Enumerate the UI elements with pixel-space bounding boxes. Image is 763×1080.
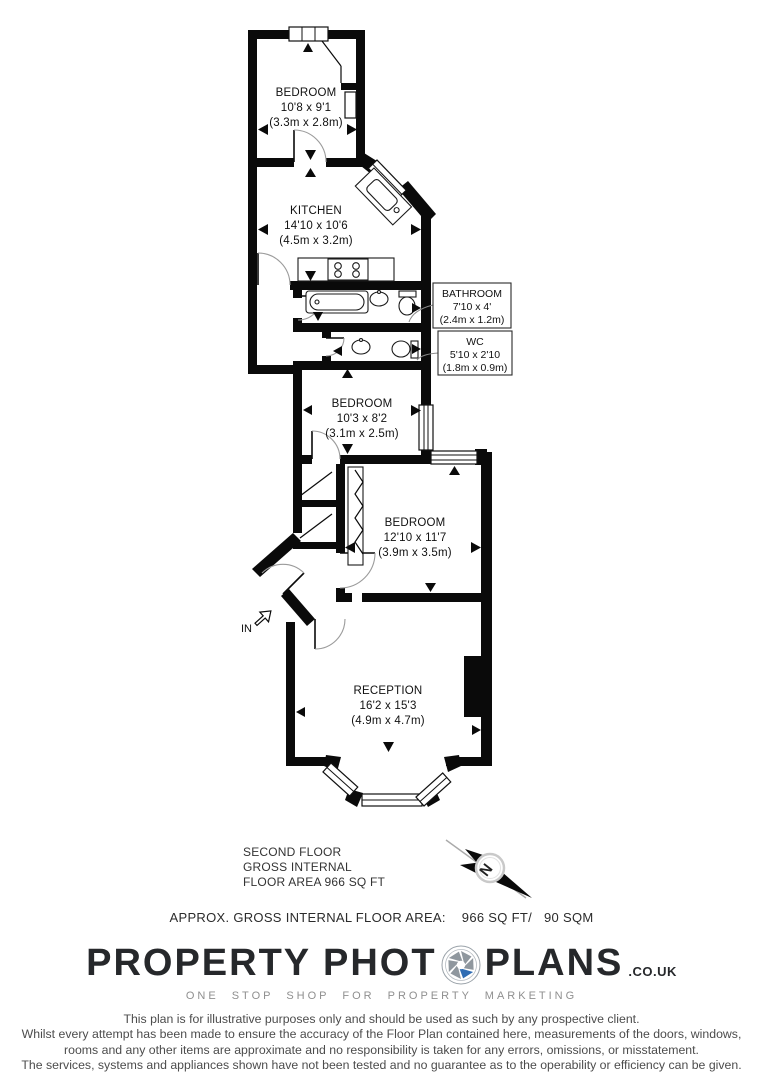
bedroom2-door: [311, 430, 341, 460]
closet-doors: [299, 471, 333, 539]
floor-summary-line: FLOOR AREA 966 SQ FT: [243, 875, 386, 889]
bedroom3-label: BEDROOM 12'10 x 11'7 (3.9m x 3.5m): [378, 517, 452, 559]
svg-text:10'3 x 8'2: 10'3 x 8'2: [337, 413, 388, 425]
reception-door: [314, 618, 346, 650]
bedroom1-label: BEDROOM 10'8 x 9'1 (3.3m x 2.8m): [269, 87, 343, 129]
bathroom-label: BATHROOM: [442, 288, 502, 300]
svg-text:(4.5m x 3.2m): (4.5m x 3.2m): [279, 235, 353, 247]
approx-area-label: APPROX. GROSS INTERNAL FLOOR AREA:: [169, 910, 446, 925]
approx-area-line: APPROX. GROSS INTERNAL FLOOR AREA: 966 SQ…: [0, 910, 763, 925]
fixtures: [297, 167, 419, 359]
brand-logo: PROPERTY PHOT PLANS .CO.UK: [0, 942, 763, 985]
svg-text:12'10 x 11'7: 12'10 x 11'7: [384, 532, 447, 544]
bedroom3-wardrobe: [347, 466, 364, 566]
compass-dial: [474, 852, 506, 884]
kitchen-label: KITCHEN 14'10 x 10'6 (4.5m x 3.2m): [279, 205, 353, 247]
approx-area-imperial: 966 SQ FT/: [461, 910, 532, 925]
wc-label: WC: [466, 336, 484, 348]
svg-text:16'2 x 15'3: 16'2 x 15'3: [359, 700, 416, 712]
measurement-arrows: [258, 43, 481, 752]
bay-window-right: [415, 772, 452, 807]
svg-text:RECEPTION: RECEPTION: [354, 685, 423, 697]
approx-area-metric: 90 SQM: [544, 910, 594, 925]
wc-dims-imperial: 5'10 x 2'10: [450, 349, 500, 361]
doors: [257, 40, 376, 650]
svg-text:14'10 x 10'6: 14'10 x 10'6: [284, 220, 348, 232]
windows: [288, 26, 478, 807]
bedroom1-wardrobe: [321, 40, 356, 90]
compass: N: [445, 839, 532, 899]
bathroom-basin: [369, 289, 389, 307]
logo-text-right: PLANS: [484, 942, 624, 984]
disclaimer-line: The services, systems and appliances sho…: [21, 1057, 742, 1072]
bedroom3-window: [430, 450, 478, 465]
svg-text:BEDROOM: BEDROOM: [332, 398, 393, 410]
svg-text:(3.9m x 3.5m): (3.9m x 3.5m): [378, 547, 452, 559]
disclaimer: This plan is for illustrative purposes o…: [0, 1012, 763, 1073]
floor-summary: SECOND FLOOR GROSS INTERNAL FLOOR AREA 9…: [243, 845, 385, 890]
bathtub: [305, 290, 369, 314]
svg-text:(3.1m x 2.5m): (3.1m x 2.5m): [325, 428, 399, 440]
brand-tagline: ONE STOP SHOP FOR PROPERTY MARKETING: [185, 990, 578, 1002]
svg-text:BEDROOM: BEDROOM: [385, 517, 446, 529]
wc-callout: WC 5'10 x 2'10 (1.8m x 0.9m): [437, 330, 513, 376]
chimney-breast: [464, 656, 492, 717]
kitchen-door: [257, 252, 291, 286]
kitchen-sink: [354, 167, 413, 226]
bedroom1-window: [288, 26, 329, 42]
bathroom-callout: BATHROOM 7'10 x 4' (2.4m x 1.2m): [432, 282, 512, 329]
bedroom1-cupboard: [344, 91, 357, 119]
bathroom-dims-imperial: 7'10 x 4': [453, 301, 491, 313]
walls: [248, 30, 492, 807]
svg-text:(4.9m x 4.7m): (4.9m x 4.7m): [351, 715, 425, 727]
bay-window-left: [322, 762, 359, 797]
entry-marker: IN: [241, 610, 272, 635]
disclaimer-line: rooms and any other items are approximat…: [64, 1042, 699, 1057]
aperture-icon: [441, 945, 481, 984]
wc-dims-metric: (1.8m x 0.9m): [443, 362, 508, 374]
entry-arrow-icon: [254, 610, 272, 627]
entry-label: IN: [241, 623, 252, 635]
bedroom2-window: [418, 404, 434, 451]
bedroom2-label: BEDROOM 10'3 x 8'2 (3.1m x 2.5m): [325, 398, 399, 440]
logo-text-left: PROPERTY PHOT: [86, 942, 437, 984]
bedroom1-door: [293, 129, 327, 163]
disclaimer-line: Whilst every attempt has been made to en…: [21, 1027, 742, 1042]
callouts: BATHROOM 7'10 x 4' (2.4m x 1.2m) WC 5'10…: [408, 282, 513, 376]
bathroom-toilet: [398, 290, 417, 316]
svg-text:10'8 x 9'1: 10'8 x 9'1: [281, 102, 332, 114]
hob: [327, 258, 369, 281]
floor-summary-line: SECOND FLOOR: [243, 845, 342, 859]
bay-window-bottom: [361, 793, 423, 807]
svg-text:KITCHEN: KITCHEN: [290, 205, 342, 217]
bathroom-dims-metric: (2.4m x 1.2m): [440, 314, 505, 326]
compass-south-blade: [496, 872, 532, 898]
entry-door: [261, 563, 305, 595]
wc-basin: [351, 337, 371, 355]
logo-domain: .CO.UK: [628, 964, 677, 979]
room-labels: BEDROOM 10'8 x 9'1 (3.3m x 2.8m) KITCHEN…: [269, 87, 452, 727]
floor-summary-line: GROSS INTERNAL: [243, 860, 352, 874]
svg-text:BEDROOM: BEDROOM: [276, 87, 337, 99]
svg-text:(3.3m x 2.8m): (3.3m x 2.8m): [269, 117, 343, 129]
disclaimer-line: This plan is for illustrative purposes o…: [123, 1012, 640, 1026]
floor-plan: BATHROOM 7'10 x 4' (2.4m x 1.2m) WC 5'10…: [241, 26, 513, 807]
reception-label: RECEPTION 16'2 x 15'3 (4.9m x 4.7m): [351, 685, 425, 727]
